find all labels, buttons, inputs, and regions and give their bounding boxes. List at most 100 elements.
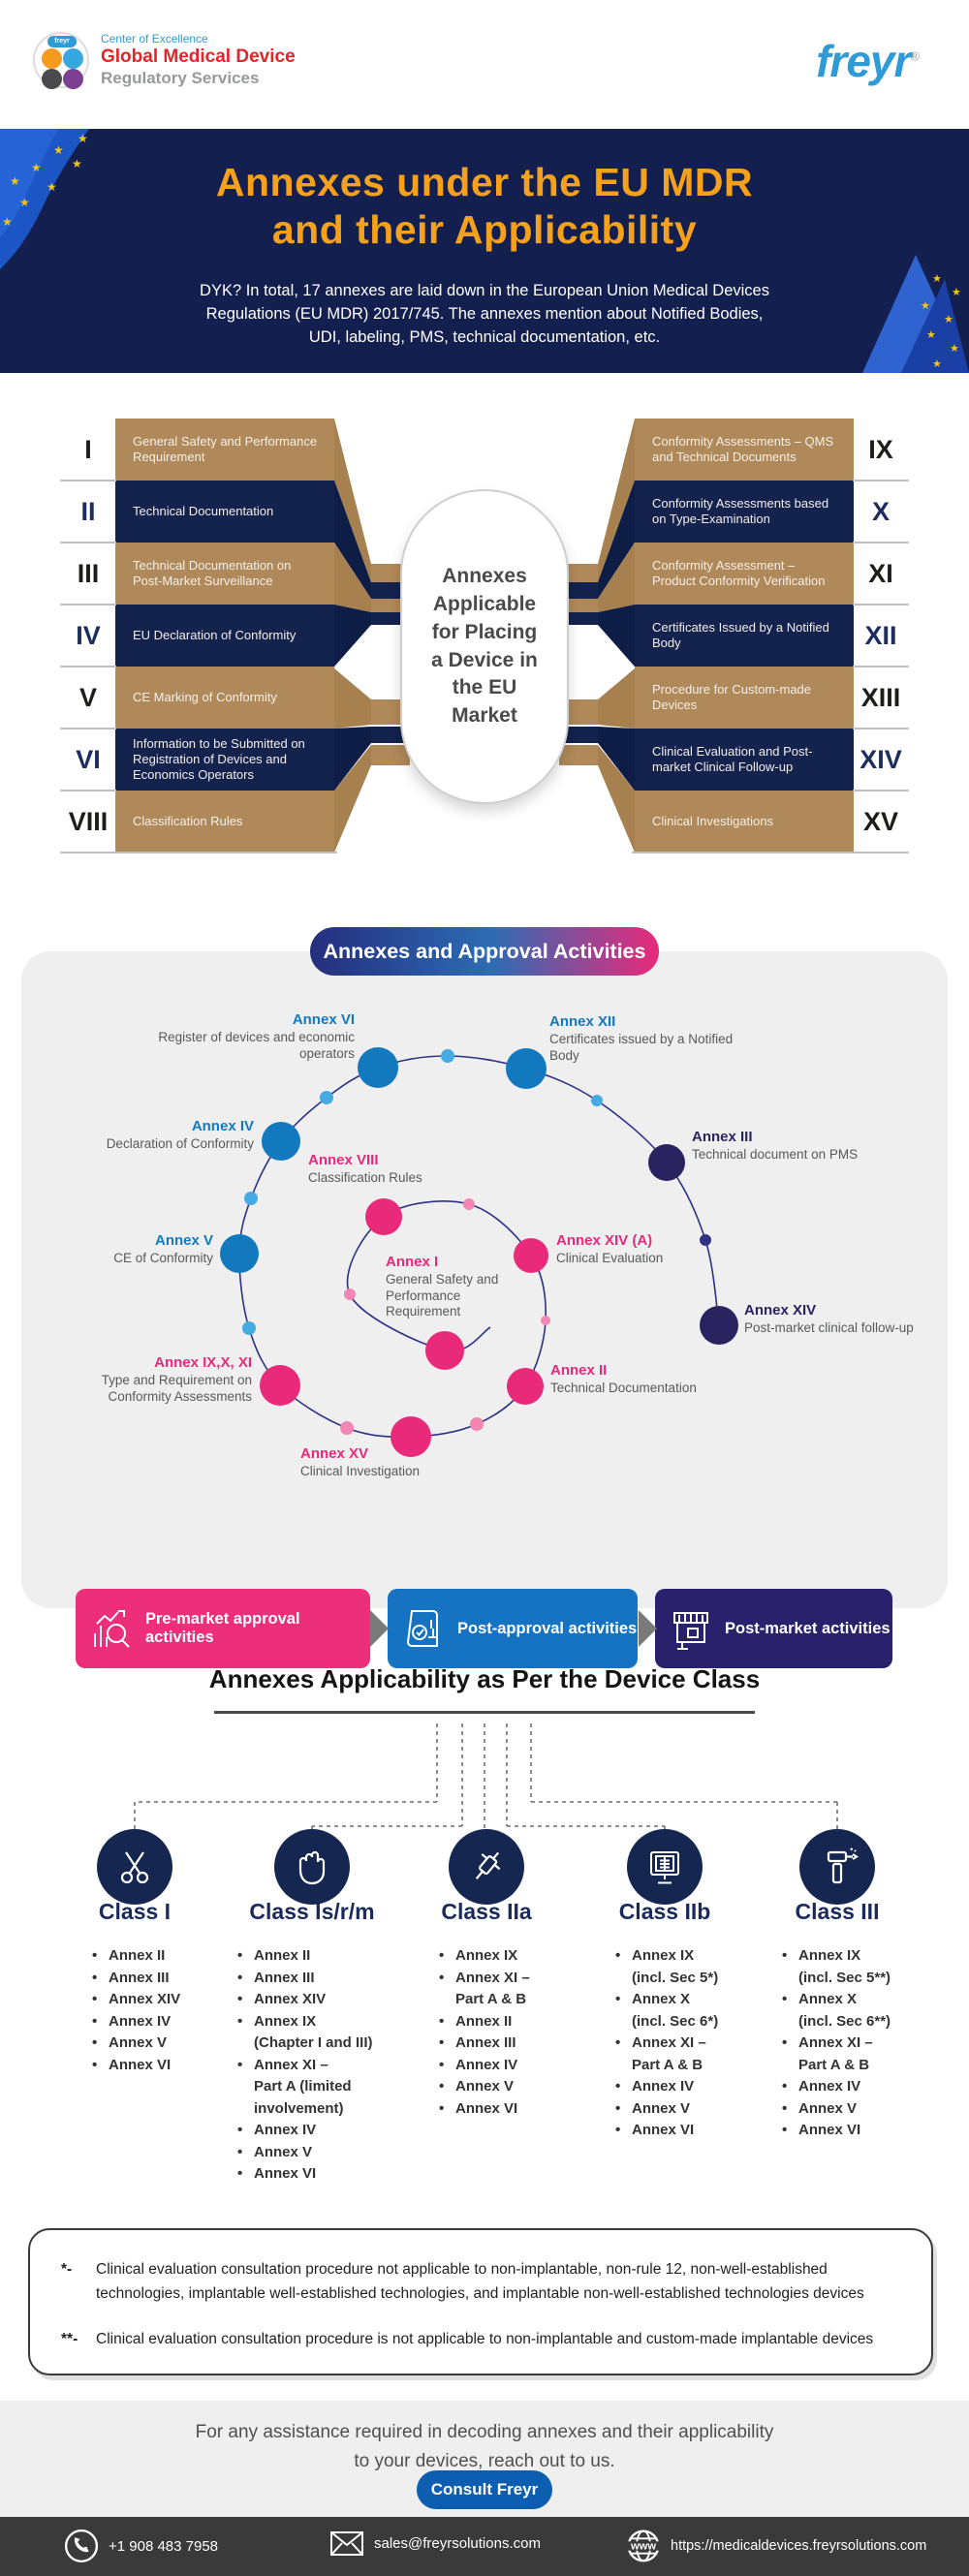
- bullet-icon: •: [615, 1991, 621, 2007]
- globe-www-icon: www: [625, 2529, 662, 2562]
- footer-phone[interactable]: +1 908 483 7958: [62, 2527, 218, 2565]
- freyr-logo-text: freyr: [816, 36, 911, 86]
- footnote-1: *-Clinical evaluation consultation proce…: [61, 2257, 902, 2306]
- legend-label: Post-approval activities: [457, 1619, 638, 1637]
- annex-node: [648, 1144, 685, 1181]
- row-separator: [853, 666, 909, 667]
- assist-line2: to your devices, reach out to us.: [354, 2451, 615, 2471]
- footnote-text: Clinical evaluation consultation procedu…: [96, 2261, 864, 2302]
- annex-item-text: Annex II: [254, 1947, 311, 1964]
- annex-numeral-II: II: [80, 496, 96, 526]
- class-annex-item-cont: Part A & B: [439, 1989, 526, 2011]
- class-icon-circle: [274, 1829, 350, 1905]
- annex-numeral-VI: VI: [76, 744, 101, 774]
- storefront-icon: [669, 1606, 713, 1651]
- annex-node-desc: Type and Requirement on Conformity Asses…: [101, 1373, 252, 1404]
- bullet-icon: •: [237, 2012, 243, 2030]
- annex-item-text: Annex XIV: [109, 1991, 181, 2007]
- annex-node-label-10: Annex XIV (A)Clinical Evaluation: [556, 1232, 750, 1267]
- spiral-dot: [470, 1417, 484, 1431]
- class-icon-circle: [799, 1829, 875, 1905]
- bullet-icon: •: [782, 2078, 788, 2095]
- row-separator: [60, 480, 116, 481]
- class-annex-item: •Annex IV: [237, 2120, 316, 2142]
- annex-item-text: Annex II: [109, 1947, 166, 1964]
- annex-item-text: Annex VI: [254, 2165, 317, 2182]
- class-title-1: Class I: [98, 1899, 172, 1924]
- class-annex-item-cont: (incl. Sec 5*): [615, 1968, 718, 1990]
- row-separator: [853, 790, 909, 791]
- row-separator: [853, 728, 909, 729]
- svg-text:★: ★: [53, 143, 64, 157]
- class-annex-item: •Annex II: [439, 2011, 512, 2033]
- intro-line3: UDI, labeling, PMS, technical documentat…: [308, 328, 661, 346]
- legend-button-2[interactable]: Post-approval activities: [388, 1589, 638, 1668]
- annex-node-desc: Technical Documentation: [550, 1381, 697, 1395]
- class-annex-item: •Annex VI: [439, 2098, 517, 2121]
- bullet-icon: •: [439, 2099, 445, 2117]
- consult-freyr-button[interactable]: Consult Freyr: [417, 2470, 552, 2509]
- annex-node: [514, 1238, 548, 1273]
- class-tree-connectors: [134, 1723, 838, 1829]
- legend-button-1[interactable]: Pre-market approval activities: [76, 1589, 370, 1668]
- arrow-right-icon: [370, 1610, 389, 1647]
- class-annex-item: •Annex V: [92, 2033, 167, 2055]
- funnel-center-label: Annexes Applicable for Placing a Device …: [431, 564, 538, 728]
- class-annex-item: •Annex II: [92, 1945, 165, 1968]
- class-annex-item: •Annex IX: [615, 1945, 694, 1968]
- spiral-dot: [320, 1091, 333, 1104]
- bullet-icon: •: [439, 2056, 445, 2073]
- class-annex-item: •Annex XIV: [92, 1989, 180, 2011]
- annex-item-text: Annex V: [798, 2099, 858, 2117]
- annex-node-title: Annex XV: [300, 1445, 369, 1462]
- table-bottom-line-right: [632, 852, 909, 853]
- annex-numeral-VIII: VIII: [68, 806, 109, 836]
- envelope-icon: [330, 2531, 363, 2556]
- annex-numeral-XI: XI: [868, 558, 893, 588]
- svg-text:★: ★: [926, 328, 936, 341]
- footnote-mark: **-: [61, 2331, 78, 2347]
- annex-row-V: CE Marking of Conformity: [115, 667, 334, 729]
- annex-item-text: Annex VI: [798, 2122, 861, 2138]
- syringe-icon: [465, 1846, 508, 1888]
- annex-node-title: Annex VIII: [308, 1152, 379, 1168]
- annex-item-text: (incl. Sec 5**): [798, 1969, 891, 1986]
- class-annex-item: •Annex III: [439, 2033, 516, 2055]
- class-icon-circle: [97, 1829, 172, 1905]
- class-annex-item-cont: Part A & B: [782, 2055, 869, 2077]
- annex-item-text: (incl. Sec 6**): [798, 2012, 891, 2030]
- annex-node-desc: Clinical Evaluation: [556, 1251, 664, 1265]
- approval-activities-header: Annexes and Approval Activities: [310, 927, 659, 976]
- eu-flag-decoration-right: ★★★ ★★★ ★: [862, 255, 969, 373]
- class-annex-item-cont: Part A & B: [615, 2055, 703, 2077]
- annex-item-text: Annex X: [798, 1991, 858, 2007]
- annex-item-text: Part A & B: [798, 2056, 870, 2073]
- class-title-5: Class III: [795, 1899, 880, 1924]
- annex-row-XIII: Procedure for Custom-made Devices: [635, 667, 854, 729]
- brand-line1: Global Medical Device: [101, 47, 296, 67]
- annex-item-text: Annex IV: [109, 2012, 172, 2030]
- device-class-heading: Annexes Applicability as Per the Device …: [208, 1664, 761, 1693]
- bullet-icon: •: [782, 2034, 788, 2051]
- legend-button-3[interactable]: Post-market activities: [655, 1589, 892, 1668]
- footer-website[interactable]: www https://medicaldevices.freyrsolution…: [624, 2527, 926, 2565]
- footnote-text: Clinical evaluation consultation procedu…: [96, 2331, 874, 2347]
- annex-item-text: Annex V: [254, 2143, 313, 2160]
- svg-text:★: ★: [10, 174, 20, 188]
- class-annex-item: •Annex II: [237, 1945, 310, 1968]
- approval-spiral-diagram: [220, 1047, 738, 1457]
- heading-underline: [214, 1711, 755, 1714]
- annex-item-text: involvement): [254, 2099, 344, 2117]
- class-annex-item: •Annex V: [439, 2076, 514, 2098]
- annex-node: [507, 1368, 544, 1405]
- class-annex-item-cont: (Chapter I and III): [237, 2033, 373, 2055]
- annex-item-text: Annex XI –: [254, 2056, 328, 2073]
- footer-email[interactable]: sales@freyrsolutions.com: [329, 2530, 541, 2557]
- annex-item-text: (incl. Sec 5*): [632, 1969, 719, 1986]
- annex-node: [220, 1234, 259, 1273]
- annex-numeral-XIII: XIII: [860, 682, 901, 712]
- bullet-icon: •: [439, 1969, 445, 1986]
